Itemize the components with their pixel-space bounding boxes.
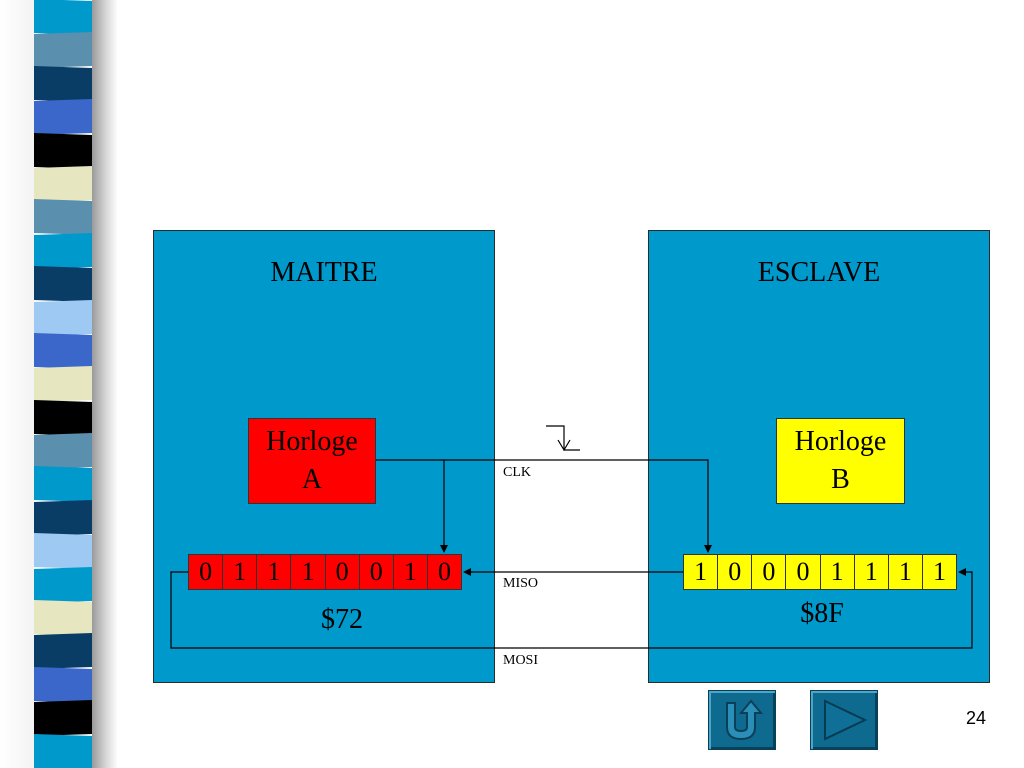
slave-title: ESCLAVE <box>757 257 881 288</box>
clk-wire <box>376 459 712 553</box>
strip-left-fill <box>0 0 34 768</box>
mosi-wire <box>170 568 973 649</box>
master-bit-2: 1 <box>257 555 292 589</box>
master-bit-0: 0 <box>189 555 224 589</box>
clock-edge-arrow <box>557 439 571 452</box>
slave-hex-value: $8F <box>800 598 844 629</box>
miso-label: MISO <box>503 576 539 591</box>
strip-shadow <box>92 0 118 768</box>
decorative-side-strip <box>0 0 118 768</box>
master-bit-3: 1 <box>291 555 326 589</box>
master-bit-7: 0 <box>437 557 451 586</box>
master-bit-4: 0 <box>326 555 360 589</box>
slave-bit-4: 1 <box>821 555 855 589</box>
master-clock-box: Horloge A <box>248 418 376 504</box>
slave-bit-0: 1 <box>684 555 719 589</box>
slave-bit-1: 0 <box>718 555 753 589</box>
clock-edge-icon <box>546 425 580 451</box>
master-bit-6: 1 <box>394 555 428 589</box>
master-hex-value: $72 <box>321 604 363 635</box>
slave-bit-6: 1 <box>889 555 923 589</box>
master-title: MAITRE <box>270 257 378 288</box>
mosi-label: MOSI <box>503 653 539 668</box>
clk-label: CLK <box>503 465 531 480</box>
play-arrow-icon <box>824 699 868 741</box>
master-panel: MAITRE <box>153 230 495 683</box>
slave-bit-7: 1 <box>932 557 946 586</box>
slave-bit-2: 0 <box>752 555 787 589</box>
slave-bit-5: 1 <box>855 555 889 589</box>
u-turn-icon <box>726 699 764 741</box>
slave-clock-box: Horloge B <box>776 418 905 504</box>
next-button[interactable] <box>810 690 878 750</box>
master-bit-1: 1 <box>223 555 258 589</box>
page-number: 24 <box>966 708 987 728</box>
back-button[interactable] <box>708 690 776 750</box>
slave-bit-3: 0 <box>786 555 821 589</box>
master-bit-5: 0 <box>360 555 394 589</box>
